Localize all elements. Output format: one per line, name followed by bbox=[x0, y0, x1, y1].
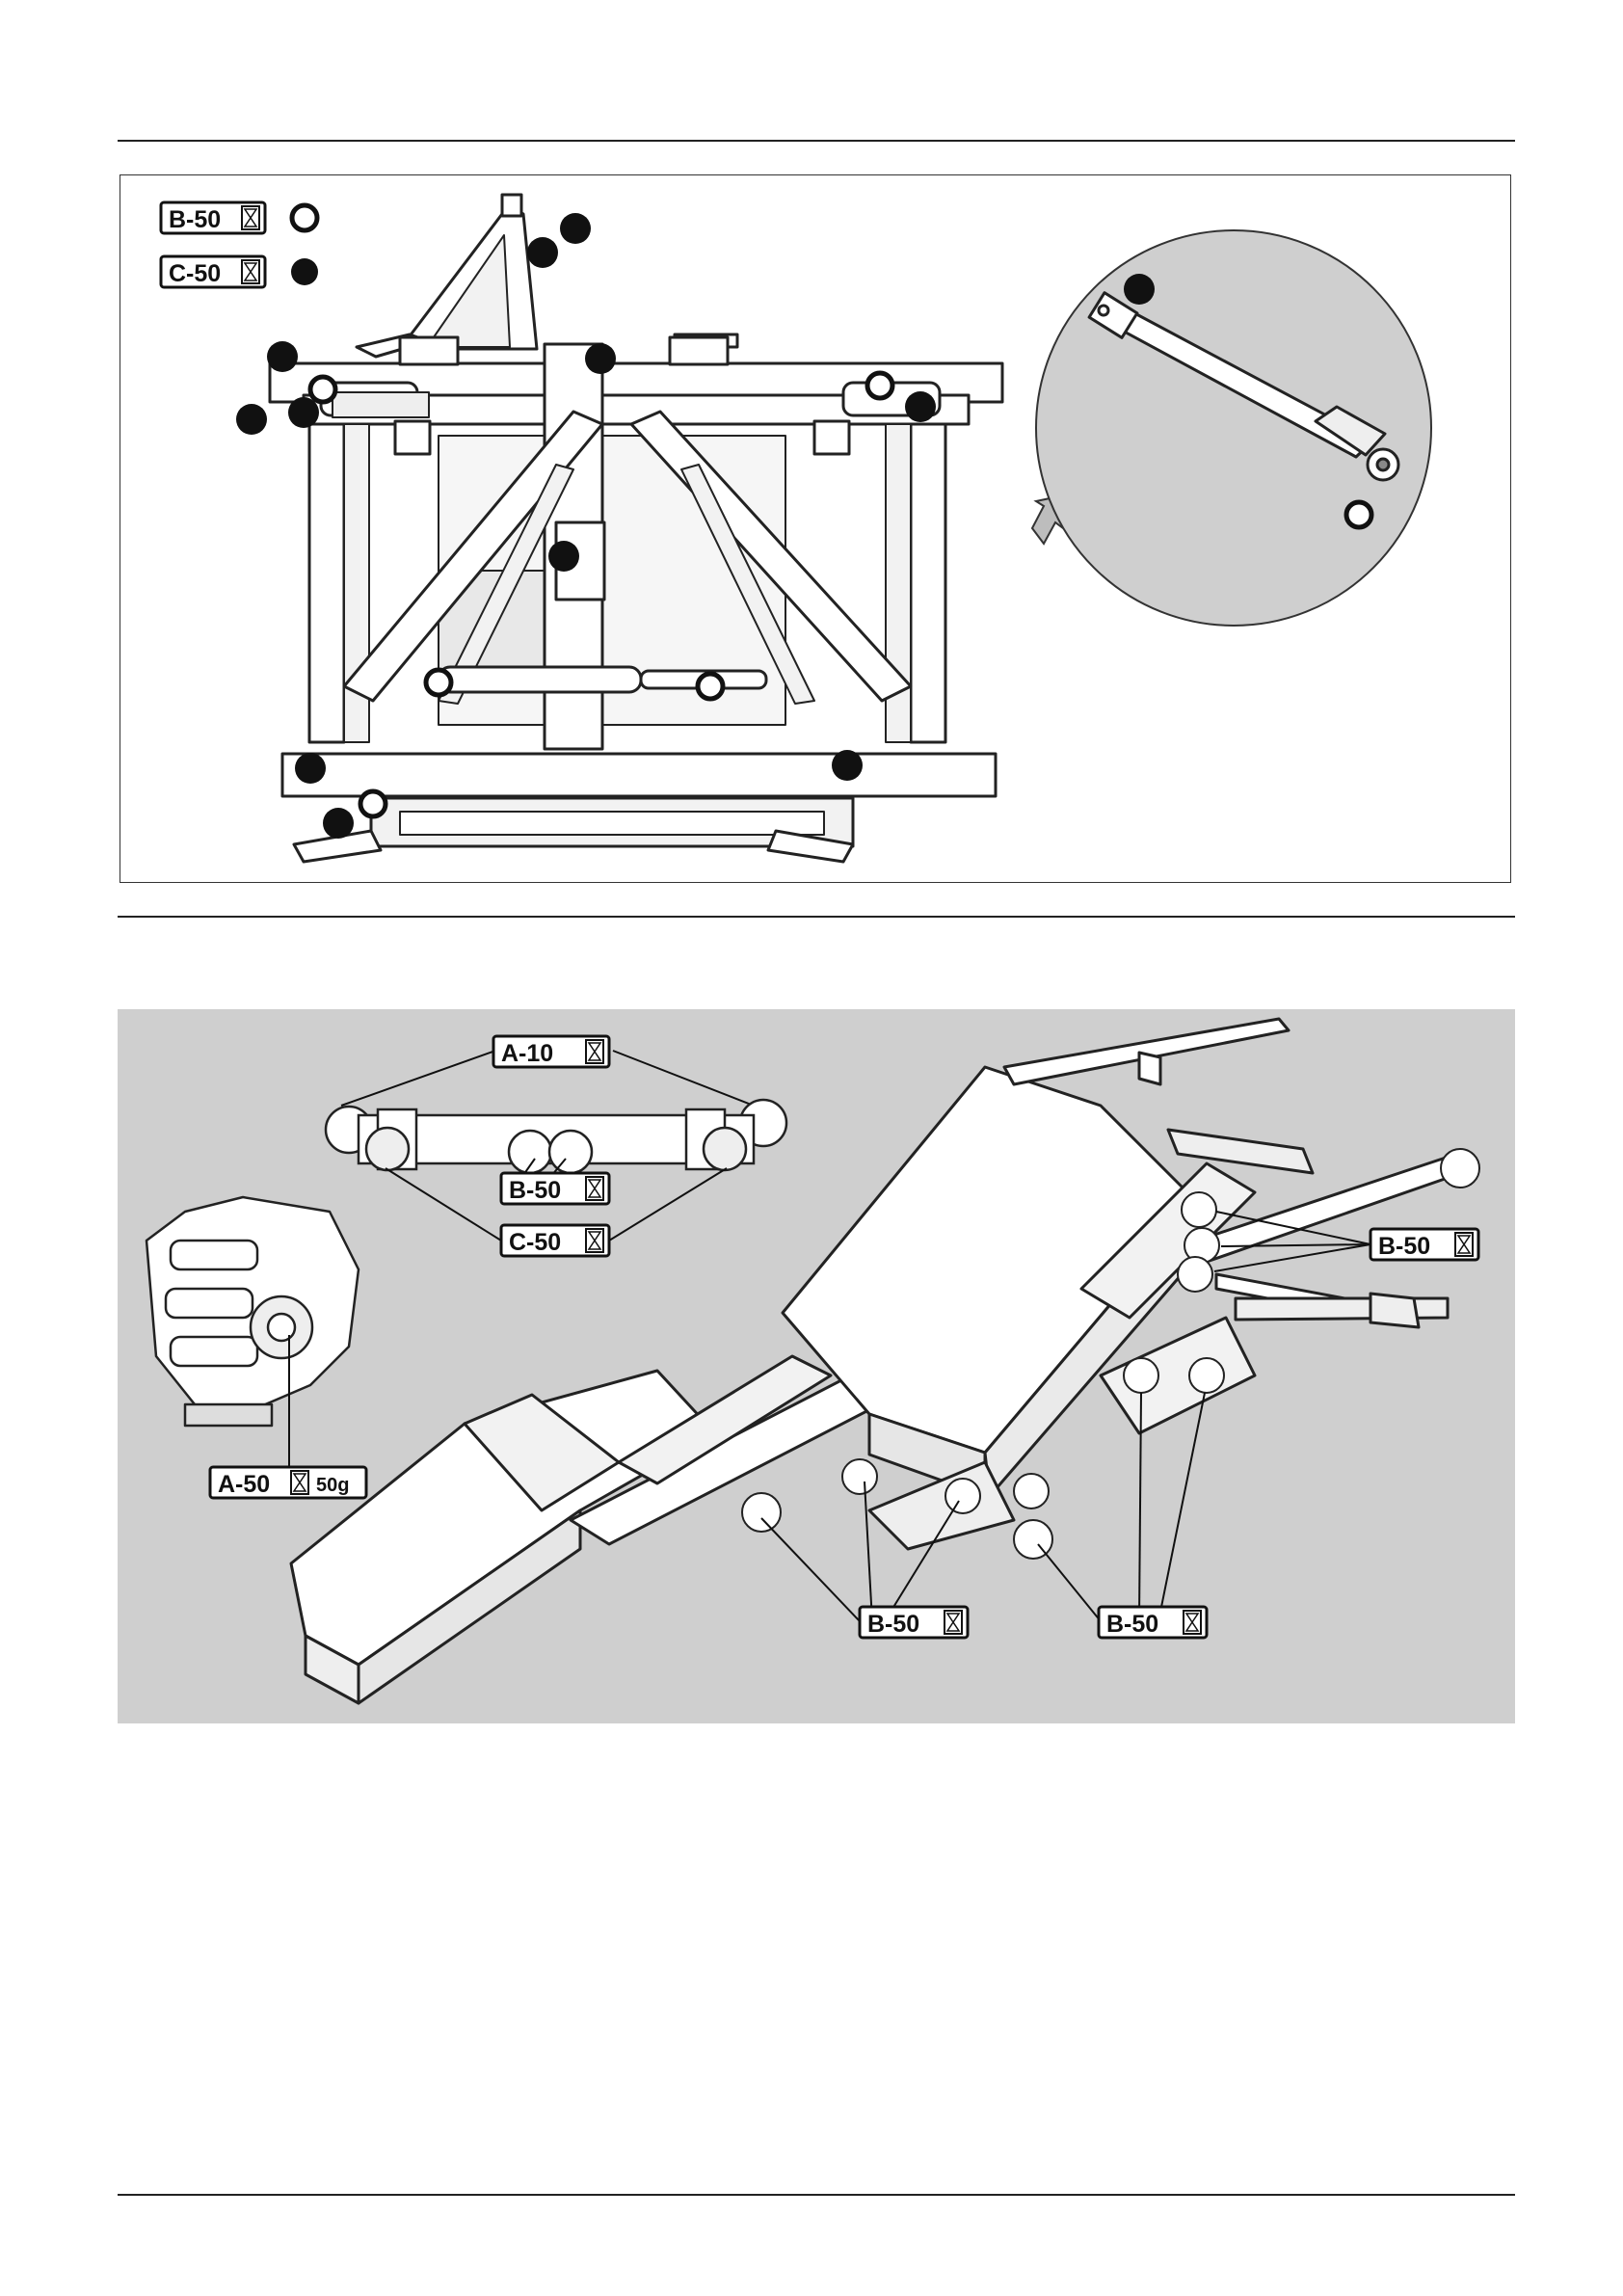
filled-circle-icon bbox=[323, 808, 354, 839]
open-circle-icon bbox=[698, 674, 723, 699]
open-circle-icon bbox=[292, 205, 317, 230]
filled-circle-icon bbox=[560, 213, 591, 244]
open-circle-icon bbox=[426, 670, 451, 695]
hourglass-icon bbox=[586, 1040, 603, 1063]
cylinder-detail bbox=[1036, 230, 1431, 626]
gearbox-drawing bbox=[146, 1197, 359, 1426]
filled-circle-icon bbox=[548, 541, 579, 572]
hourglass-icon bbox=[242, 206, 259, 229]
frame-front-view bbox=[270, 195, 1002, 862]
hourglass-icon bbox=[586, 1229, 603, 1252]
filled-circle-icon bbox=[288, 397, 319, 428]
hourglass-icon bbox=[291, 1471, 308, 1494]
hourglass-icon bbox=[1184, 1611, 1201, 1634]
b50-bottom-right-label: B-50 bbox=[1106, 1611, 1158, 1638]
a50-quantity: 50g bbox=[316, 1475, 349, 1496]
filled-circle-icon bbox=[527, 237, 558, 268]
filled-circle-icon bbox=[295, 753, 326, 784]
open-circle-icon bbox=[867, 373, 892, 398]
open-circle-icon bbox=[1346, 502, 1371, 527]
top-rule-tick bbox=[1511, 140, 1514, 142]
hourglass-icon bbox=[586, 1177, 603, 1200]
legend-b50: B-50 bbox=[161, 202, 317, 233]
filled-circle-icon bbox=[236, 404, 267, 435]
filled-circle-icon bbox=[585, 343, 616, 374]
axle-inset bbox=[326, 1100, 786, 1173]
bottom-rule bbox=[118, 2194, 1515, 2196]
b50-right-label: B-50 bbox=[1378, 1233, 1430, 1260]
a50-label: A-50 bbox=[218, 1471, 270, 1498]
chassis-lubrication-figure: A-10 B-50 C-50 bbox=[118, 1009, 1515, 1723]
filled-circle-icon bbox=[291, 258, 318, 285]
b50-inset-label: B-50 bbox=[509, 1177, 561, 1204]
b50-bottom-right-callout: B-50 bbox=[1038, 1393, 1207, 1638]
legend-c50-label: C-50 bbox=[169, 260, 221, 287]
open-circle-icon bbox=[360, 791, 386, 816]
top-rule bbox=[118, 140, 1515, 142]
a10-label: A-10 bbox=[501, 1040, 553, 1067]
top-lubrication-figure: B-50 C-50 bbox=[120, 174, 1511, 883]
hourglass-icon bbox=[945, 1611, 962, 1634]
filled-circle-icon bbox=[905, 391, 936, 422]
hourglass-icon bbox=[1455, 1233, 1473, 1256]
b50-bottom-left-label: B-50 bbox=[867, 1611, 919, 1638]
a10-callout: A-10 bbox=[341, 1036, 754, 1106]
middle-rule bbox=[118, 916, 1515, 918]
filled-circle-icon bbox=[832, 750, 863, 781]
legend-b50-label: B-50 bbox=[169, 206, 221, 233]
open-circle-icon bbox=[310, 377, 335, 402]
legend-c50: C-50 bbox=[161, 256, 318, 287]
hourglass-icon bbox=[242, 260, 259, 283]
filled-circle-icon bbox=[1124, 274, 1155, 305]
filled-circle-icon bbox=[267, 341, 298, 372]
c50-inset-label: C-50 bbox=[509, 1229, 561, 1256]
